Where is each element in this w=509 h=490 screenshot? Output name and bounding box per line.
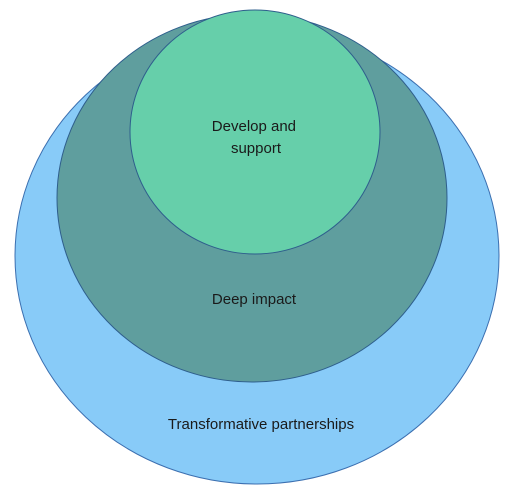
- outer-ring-label: Transformative partnerships: [168, 416, 354, 433]
- inner-ring: Develop and support: [129, 9, 381, 255]
- middle-ring-label: Deep impact: [212, 291, 297, 308]
- inner-ring-label-line-1: Develop and: [212, 118, 296, 135]
- inner-ring-label: Develop and support: [212, 118, 300, 157]
- inner-ring-shape: [129, 9, 381, 255]
- inner-ring-label-line-2: support: [231, 140, 282, 157]
